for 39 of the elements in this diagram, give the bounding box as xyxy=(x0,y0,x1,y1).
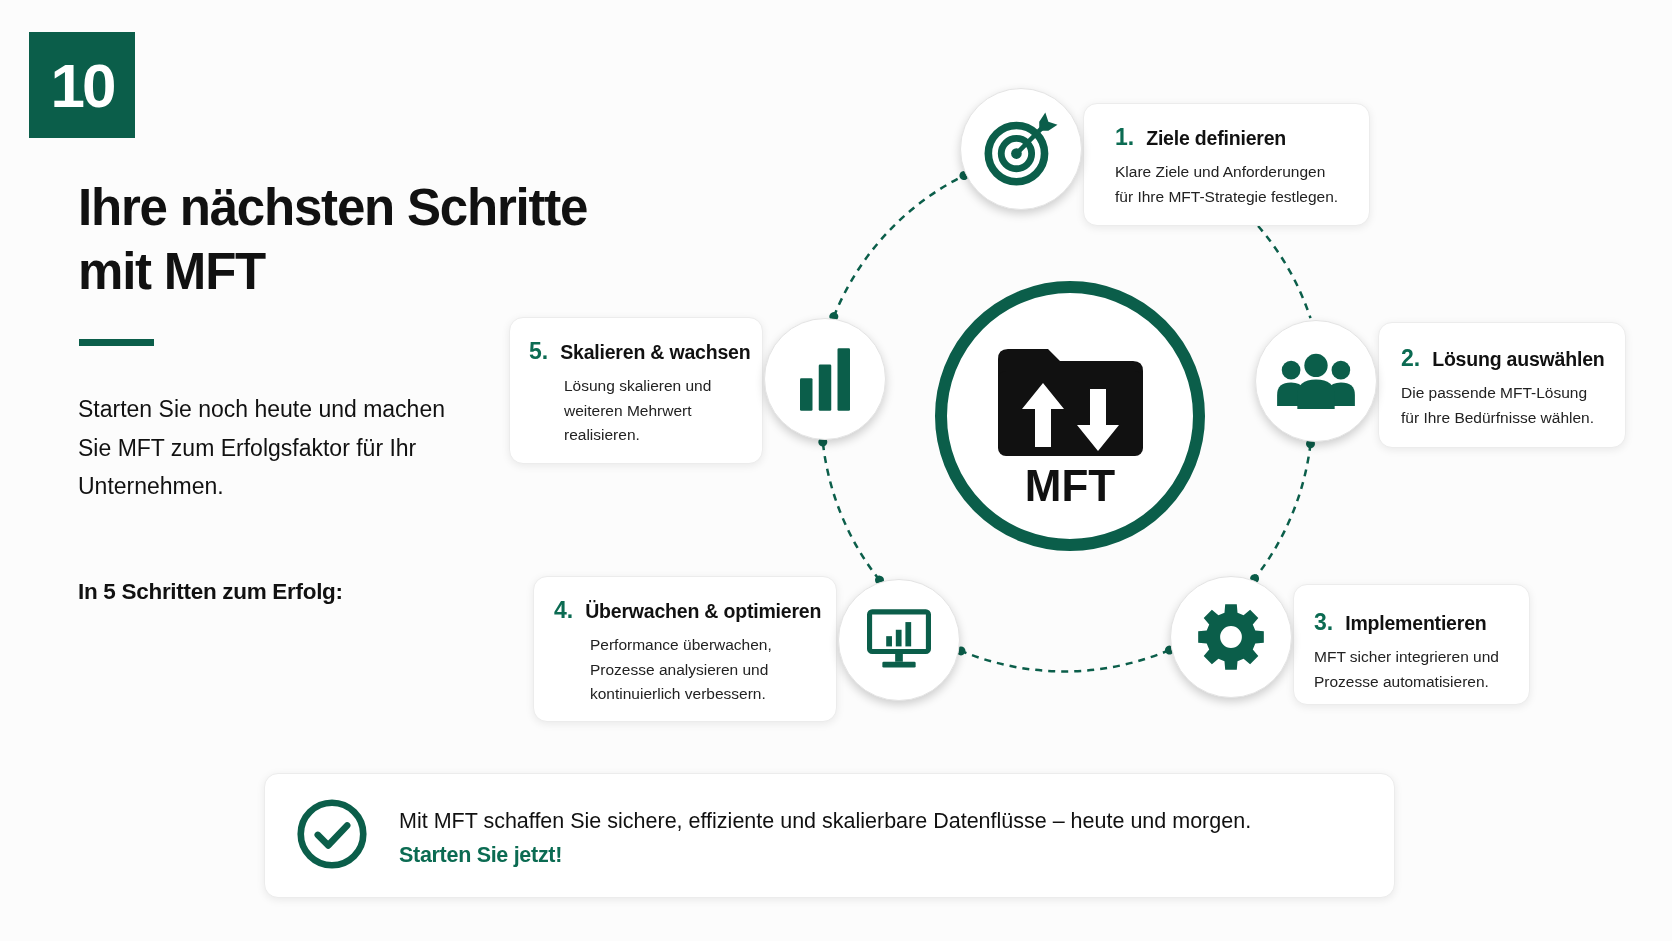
dashed-connector xyxy=(956,645,1174,673)
step-card xyxy=(1293,584,1530,705)
icon-circle xyxy=(960,88,1082,210)
step-title: Überwachen & optimieren xyxy=(585,600,822,623)
hub-label: MFT xyxy=(1023,461,1117,511)
step-card xyxy=(509,317,763,464)
slide-number: 10 xyxy=(50,49,114,121)
step-title: Lösung auswählen xyxy=(1432,348,1605,371)
slide-title: Ihre nächsten Schritte mit MFT xyxy=(78,178,589,302)
section-heading: In 5 Schritten zum Erfolg: xyxy=(78,578,344,606)
step-description: MFT sicher integrieren und Prozesse automatisieren. xyxy=(1314,647,1500,692)
dashed-connector xyxy=(1257,225,1312,319)
icon-circle xyxy=(1255,320,1377,442)
step-title: Skalieren & wachsen xyxy=(560,341,751,364)
step-card xyxy=(1083,103,1370,226)
icon-circle xyxy=(764,318,886,440)
step-number: 5. xyxy=(529,338,549,365)
step-description: Die passende MFT-Lösung für Ihre Bedürfnisse wählen. xyxy=(1401,383,1595,428)
icon-circle xyxy=(838,579,960,701)
dashed-connector xyxy=(829,171,969,322)
intro-paragraph: Starten Sie noch heute und machen Sie MFT zum Erfolgsfaktor für Ihr Unternehmen. xyxy=(78,395,446,501)
step-number: 1. xyxy=(1115,124,1135,151)
call-to-action: Starten Sie jetzt! xyxy=(399,842,563,869)
step-number: 3. xyxy=(1314,609,1334,636)
step-number: 2. xyxy=(1401,345,1421,372)
step-description: Lösung skalieren und weiteren Mehrwert realisieren. xyxy=(564,376,713,445)
step-description: Performance überwachen, Prozesse analysieren und kontinuierlich verbessern. xyxy=(590,635,773,704)
dashed-connector xyxy=(818,437,884,585)
dashed-connector xyxy=(1250,439,1315,584)
icon-circle xyxy=(1170,576,1292,698)
slide-number-tile xyxy=(29,32,135,138)
banner-text: Mit MFT schaffen Sie sichere, effiziente und skalierbare Datenflüsse – heute und morgen. xyxy=(399,808,1252,835)
step-description: Klare Ziele und Anforderungen für Ihre MFT-Strategie festlegen. xyxy=(1115,162,1340,207)
step-card xyxy=(1378,322,1626,448)
step-title: Implementieren xyxy=(1345,612,1487,635)
step-card xyxy=(533,576,837,722)
step-title: Ziele definieren xyxy=(1146,127,1287,150)
step-number: 4. xyxy=(554,597,574,624)
callout-banner xyxy=(264,773,1395,898)
